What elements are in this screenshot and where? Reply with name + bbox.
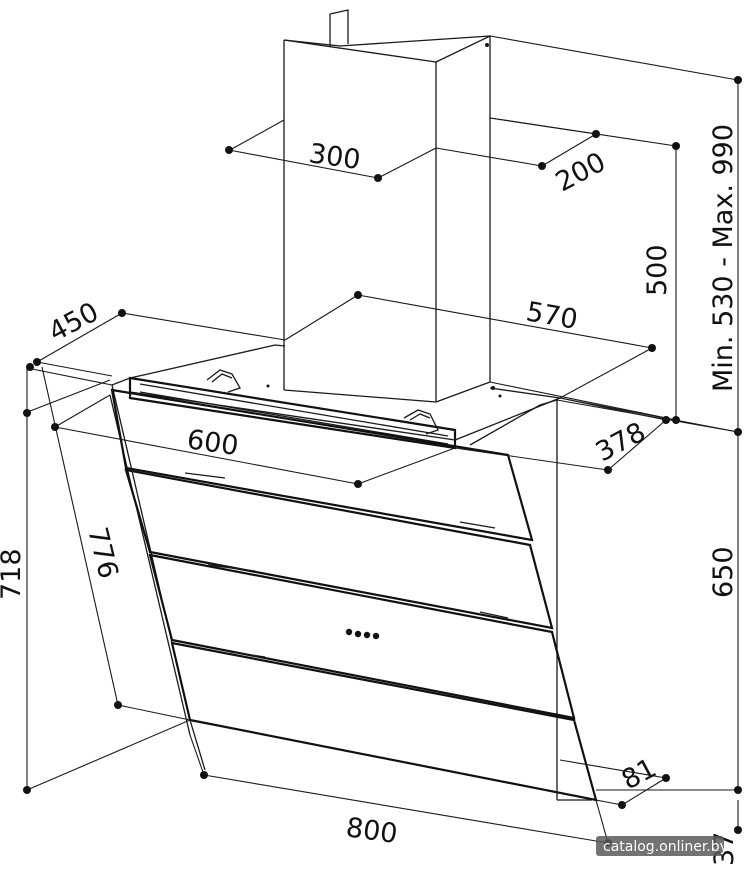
label-total-height: 718 xyxy=(0,548,27,600)
dimension-labels: 300 200 500 Min. 530 - Max. 990 570 450 … xyxy=(0,124,740,866)
control-button-2 xyxy=(354,630,362,638)
label-chimney-height: 500 xyxy=(642,244,673,296)
watermark: catalog.onliner.by xyxy=(596,836,728,856)
control-button-4 xyxy=(372,632,380,640)
dimension-lines xyxy=(23,35,742,847)
label-inner-width: 600 xyxy=(185,424,240,462)
watermark-text: catalog.onliner.by xyxy=(603,839,728,855)
label-bracket-depth: 378 xyxy=(591,417,651,469)
hood-body xyxy=(109,384,598,802)
label-chimney-depth: 200 xyxy=(551,147,611,199)
chimney xyxy=(283,9,495,403)
label-total-width: 800 xyxy=(344,812,399,850)
label-top-width: 570 xyxy=(524,296,580,335)
label-body-height: 650 xyxy=(708,546,739,598)
control-button-3 xyxy=(363,631,371,639)
label-chimney-width: 300 xyxy=(307,138,362,176)
label-height-range: Min. 530 - Max. 990 xyxy=(708,124,739,392)
label-slant-length: 776 xyxy=(81,524,124,582)
top-plate xyxy=(111,344,561,450)
control-button-1 xyxy=(345,628,353,636)
